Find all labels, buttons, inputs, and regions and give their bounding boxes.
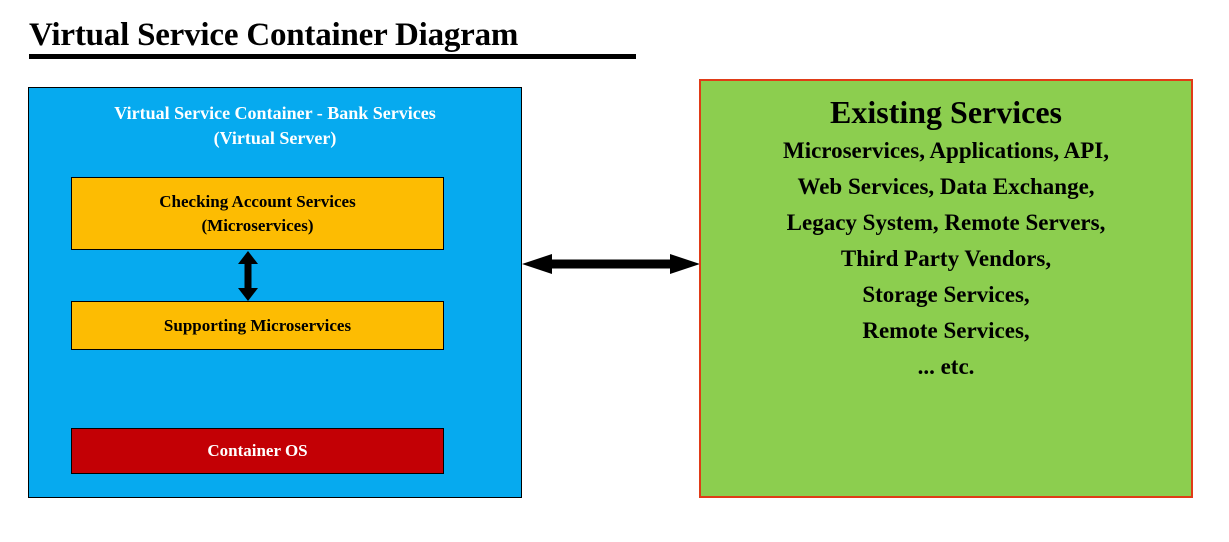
existing-services-list: Microservices, Applications, API, Web Se… — [701, 133, 1191, 385]
checking-account-services-box[interactable]: Checking Account Services (Microservices… — [71, 177, 444, 250]
bidirectional-arrow-icon — [522, 254, 700, 274]
list-item: Storage Services, — [862, 282, 1030, 307]
container-heading-line2: (Virtual Server) — [213, 128, 337, 148]
supporting-microservices-box[interactable]: Supporting Microservices — [71, 301, 444, 350]
container-os-box[interactable]: Container OS — [71, 428, 444, 474]
container-heading: Virtual Service Container - Bank Service… — [29, 101, 521, 151]
existing-services-title: Existing Services — [830, 94, 1062, 130]
page-title: Virtual Service Container Diagram — [29, 17, 519, 53]
checking-account-services-line1: Checking Account Services — [159, 191, 356, 211]
list-item: Microservices, Applications, API, — [782, 138, 1110, 163]
list-item: Third Party Vendors, — [840, 246, 1052, 271]
container-heading-line1: Virtual Service Container - Bank Service… — [114, 103, 436, 123]
supporting-microservices-label: Supporting Microservices — [163, 315, 352, 335]
checking-account-services-line2: (Microservices) — [201, 215, 314, 235]
title-underline — [29, 54, 636, 59]
list-item: ... etc. — [917, 354, 975, 379]
checking-account-services-label: Checking Account Services (Microservices… — [153, 190, 361, 238]
list-item: Remote Services, — [862, 318, 1030, 343]
virtual-service-container-panel: Virtual Service Container - Bank Service… — [28, 87, 522, 498]
list-item: Legacy System, Remote Servers, — [786, 210, 1106, 235]
container-os-label: Container OS — [207, 441, 308, 460]
vertical-double-arrow-icon — [238, 251, 258, 301]
existing-services-panel: Existing Services Microservices, Applica… — [699, 79, 1193, 498]
list-item: Web Services, Data Exchange, — [797, 174, 1095, 199]
